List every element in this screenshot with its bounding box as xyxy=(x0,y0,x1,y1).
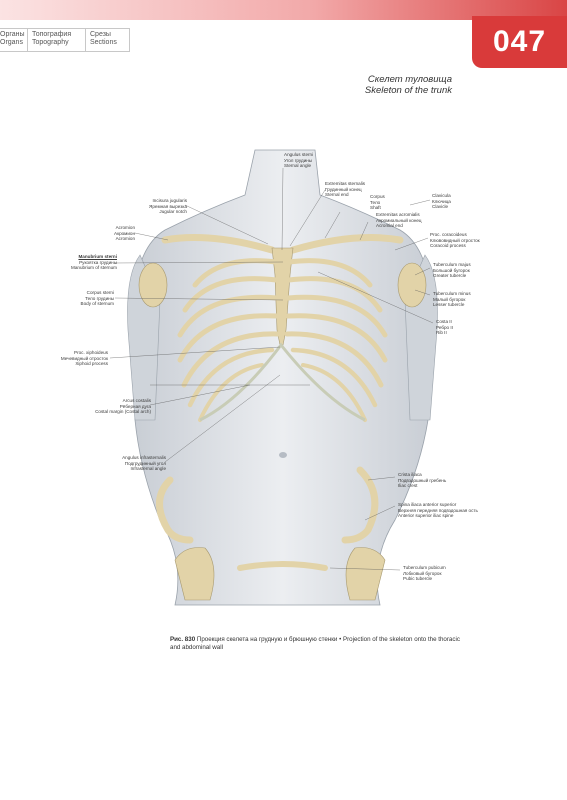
tab-sections-en: Sections xyxy=(90,39,117,46)
ribs-right xyxy=(284,258,388,422)
left-humeral-head xyxy=(138,262,168,308)
leader-lines xyxy=(109,167,434,571)
ribs-left xyxy=(177,258,281,422)
right-humeral-head xyxy=(397,262,427,308)
tab-organs[interactable]: Органы Organs xyxy=(0,29,28,51)
figure-number: Рис. 830 xyxy=(170,636,196,643)
right-clavicle xyxy=(289,234,404,254)
tab-sections-ru: Срезы xyxy=(90,31,111,38)
section-nav: Органы Organs Топография Topography Срез… xyxy=(0,28,130,52)
section-title: Скелет туловища Skeleton of the trunk xyxy=(365,74,452,96)
page-number: 047 xyxy=(492,25,547,58)
right-iliac-crest xyxy=(341,466,379,544)
figure-caption-text: Проекция скелета на грудную и брюшную ст… xyxy=(170,636,460,651)
right-hip xyxy=(345,547,386,601)
tab-topography-ru: Топография xyxy=(32,31,72,38)
pubic-symphysis xyxy=(237,561,328,571)
tab-organs-en: Organs xyxy=(0,39,23,46)
left-iliac-crest xyxy=(156,476,194,544)
tab-organs-ru: Органы xyxy=(0,31,25,38)
tab-topography[interactable]: Топография Topography xyxy=(28,29,86,51)
tab-topography-en: Topography xyxy=(32,39,69,46)
left-hip xyxy=(174,547,215,601)
left-clavicle xyxy=(161,234,276,254)
tab-sections[interactable]: Срезы Sections xyxy=(86,29,130,51)
section-title-en: Skeleton of the trunk xyxy=(364,85,452,96)
costal-arch xyxy=(199,342,366,422)
section-title-ru: Скелет туловища xyxy=(367,74,452,85)
sternum xyxy=(271,247,294,346)
page-number-badge: 047 xyxy=(472,16,567,68)
navel xyxy=(279,452,287,458)
torso-silhouette xyxy=(134,149,431,606)
figure-caption: Рис. 830 Проекция скелета на грудную и б… xyxy=(170,636,470,652)
header-color-bar xyxy=(0,0,567,20)
